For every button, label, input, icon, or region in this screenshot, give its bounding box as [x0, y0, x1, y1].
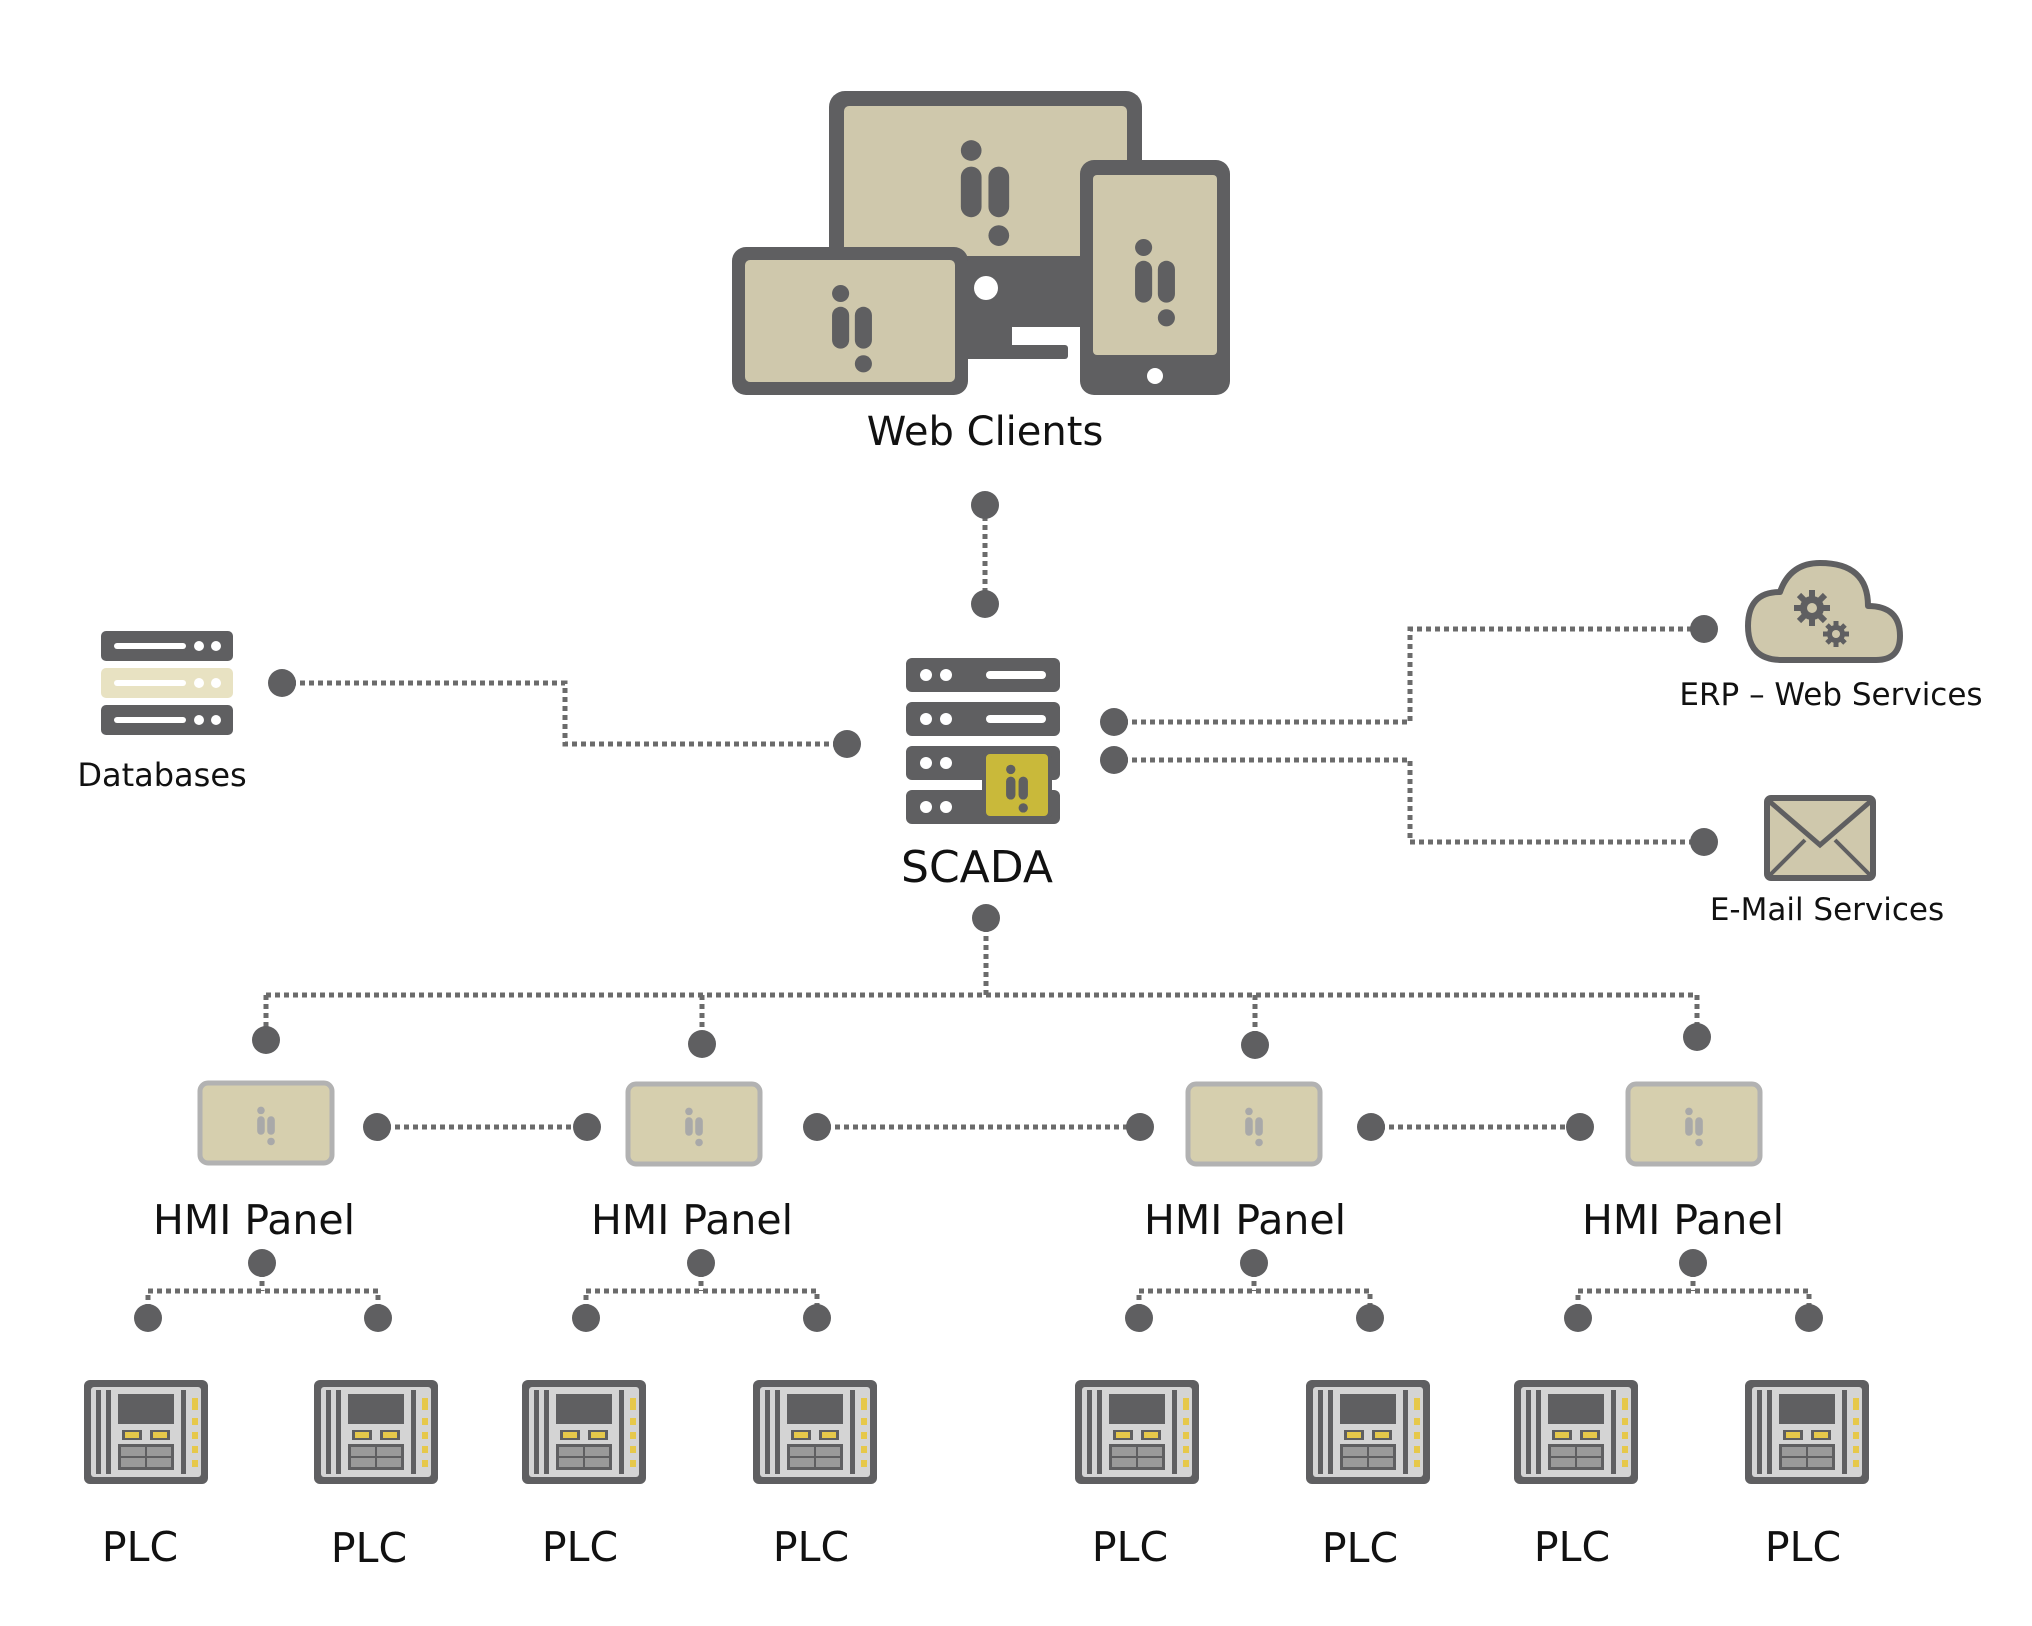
plc-icon — [522, 1380, 646, 1484]
hmi-panel-icon — [200, 1083, 332, 1163]
plc-label: PLC — [1092, 1523, 1168, 1571]
plc-icon — [84, 1380, 208, 1484]
hmi-panel: HMI Panel — [153, 1083, 355, 1244]
databases-label: Databases — [77, 756, 246, 794]
hmi-panel: HMI Panel — [1144, 1084, 1346, 1244]
plc-icon — [753, 1380, 877, 1484]
plc-label: PLC — [1322, 1524, 1398, 1572]
plc-label: PLC — [1765, 1523, 1841, 1571]
plc-icon — [1306, 1380, 1430, 1484]
plc-label: PLC — [773, 1523, 849, 1571]
plc-label: PLC — [542, 1523, 618, 1571]
link-scada-erp — [1114, 626, 1704, 725]
hmi-panel-label: HMI Panel — [591, 1196, 793, 1244]
plc-node: PLC — [1745, 1380, 1869, 1571]
plc-node: PLC — [1514, 1380, 1638, 1571]
link-db-scada — [282, 680, 847, 747]
hmi-panel-label: HMI Panel — [153, 1196, 355, 1244]
email-label: E-Mail Services — [1710, 892, 1944, 928]
hmi-panel: HMI Panel — [591, 1084, 793, 1244]
scada-node: SCADA — [901, 658, 1060, 893]
hmi-panel-icon — [1188, 1084, 1320, 1164]
databases-node: Databases — [77, 631, 247, 794]
web-clients-node: Web Clients — [732, 91, 1230, 455]
plc-node: PLC — [84, 1380, 208, 1571]
plc-label: PLC — [331, 1524, 407, 1572]
hmi-panel-label: HMI Panel — [1144, 1196, 1346, 1244]
plc-icon — [1075, 1380, 1199, 1484]
plc-node: PLC — [314, 1380, 438, 1572]
plc-icon — [1745, 1380, 1869, 1484]
plc-label: PLC — [1534, 1523, 1610, 1571]
plc-label: PLC — [102, 1523, 178, 1571]
plc-icon — [314, 1380, 438, 1484]
web-clients-label: Web Clients — [867, 409, 1104, 455]
plc-node: PLC — [522, 1380, 646, 1571]
gear-icon — [1794, 590, 1849, 647]
devices-icon — [732, 91, 1230, 395]
hmi-panel-icon — [1628, 1084, 1760, 1164]
plc-node: PLC — [1075, 1380, 1199, 1571]
erp-label: ERP – Web Services — [1679, 677, 1982, 713]
link-scada-email — [1114, 757, 1704, 845]
email-node: E-Mail Services — [1710, 795, 1944, 928]
database-icon — [101, 631, 233, 735]
connector-dots — [134, 491, 1823, 1332]
erp-node: ERP – Web Services — [1679, 560, 1983, 713]
scada-label: SCADA — [901, 842, 1053, 893]
envelope-icon — [1764, 795, 1876, 881]
plc-node: PLC — [1306, 1380, 1430, 1572]
cloud-gears-icon — [1745, 560, 1903, 663]
server-icon — [906, 658, 1060, 824]
hmi-panel-icon — [628, 1084, 760, 1164]
plc-icon — [1514, 1380, 1638, 1484]
hmi-panel-label: HMI Panel — [1582, 1196, 1784, 1244]
plc-node: PLC — [753, 1380, 877, 1571]
hmi-panel: HMI Panel — [1582, 1084, 1784, 1244]
